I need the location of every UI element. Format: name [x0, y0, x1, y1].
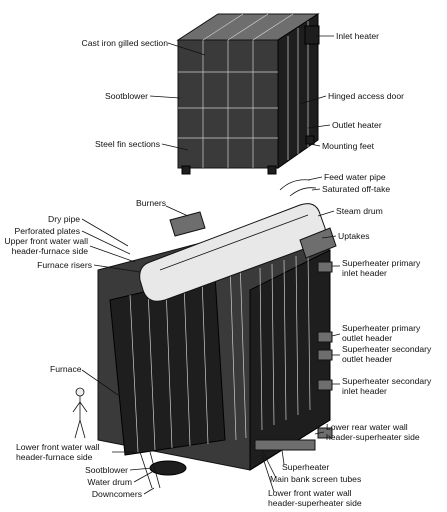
label-superheater-primary-outlet-2: outlet header — [342, 333, 392, 343]
label-burners: Burners — [136, 198, 166, 208]
label-superheater-primary-outlet-1: Superheater primary — [342, 323, 421, 333]
label-furnace: Furnace — [50, 364, 82, 374]
main-boiler-unit — [97, 179, 337, 489]
label-downcomers: Downcomers — [92, 489, 142, 499]
label-superheater: Superheater — [282, 462, 329, 472]
label-inlet-heater: Inlet heater — [336, 31, 379, 41]
label-lower-rear-water-wall-1: Lower rear water wall — [326, 422, 408, 432]
label-sootblower-top: Sootblower — [105, 91, 148, 101]
label-superheater-secondary-outlet-1: Superheater secondary — [342, 344, 432, 354]
label-perforated-plates: Perforated plates — [15, 226, 80, 236]
human-scale-figure — [72, 387, 88, 439]
label-main-bank-screen-tubes: Main bank screen tubes — [270, 474, 361, 484]
label-steam-drum: Steam drum — [336, 206, 383, 216]
label-furnace-risers: Furnace risers — [37, 260, 92, 270]
leader-lines — [81, 35, 341, 495]
label-lower-front-water-wall-superheater-2: header-superheater side — [268, 498, 362, 508]
label-water-drum: Water drum — [87, 477, 132, 487]
label-saturated-off-take: Saturated off-take — [322, 184, 390, 194]
label-uptakes: Uptakes — [338, 231, 370, 241]
label-mounting-feet: Mounting feet — [322, 141, 375, 151]
economiser-unit — [176, 13, 320, 175]
label-lower-front-water-wall-furnace-1: Lower front water wall — [16, 442, 100, 452]
label-feed-water-pipe: Feed water pipe — [324, 172, 386, 182]
label-lower-rear-water-wall-2: header-superheater side — [326, 432, 420, 442]
label-superheater-secondary-inlet-2: inlet header — [342, 386, 387, 396]
label-steel-fin-sections: Steel fin sections — [95, 139, 160, 149]
label-outlet-heater: Outlet heater — [332, 120, 382, 130]
label-lower-front-water-wall-superheater-1: Lower front water wall — [268, 488, 352, 498]
label-superheater-secondary-inlet-1: Superheater secondary — [342, 376, 432, 386]
labels: Cast iron gilled section Inlet heater So… — [4, 31, 432, 508]
label-hinged-access-door: Hinged access door — [328, 91, 404, 101]
label-sootblower-bottom: Sootblower — [85, 465, 128, 475]
label-cast-iron-gilled-section: Cast iron gilled section — [82, 38, 169, 48]
label-upper-front-water-wall-1: Upper front water wall — [4, 236, 88, 246]
label-dry-pipe: Dry pipe — [48, 214, 80, 224]
label-upper-front-water-wall-2: header-furnace side — [12, 246, 89, 256]
label-lower-front-water-wall-furnace-2: header-furnace side — [16, 452, 93, 462]
label-superheater-secondary-outlet-2: outlet header — [342, 354, 392, 364]
label-superheater-primary-inlet-1: Superheater primary — [342, 258, 421, 268]
label-superheater-primary-inlet-2: inlet header — [342, 268, 387, 278]
